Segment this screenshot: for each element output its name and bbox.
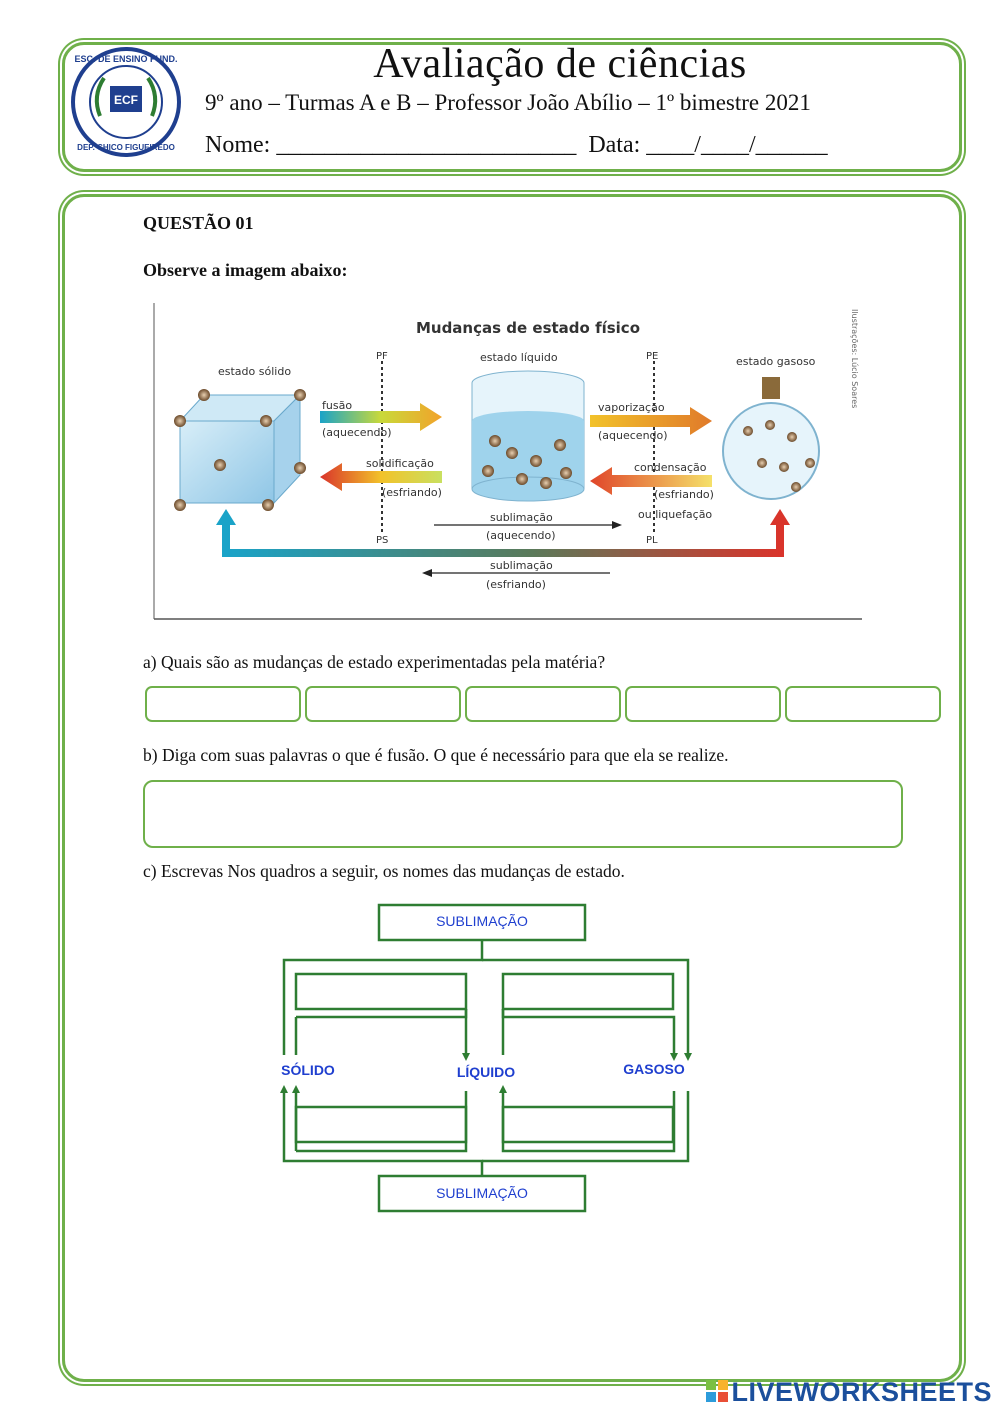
svg-text:condensação: condensação <box>634 461 707 474</box>
question-instruction: Observe a imagem abaixo: <box>143 260 348 280</box>
svg-text:ou liquefação: ou liquefação <box>638 508 712 521</box>
answer-a-box-3[interactable] <box>465 686 621 722</box>
svg-text:ESC. DE ENSINO FUND.: ESC. DE ENSINO FUND. <box>74 54 177 64</box>
liveworksheets-logo-icon <box>706 1378 729 1409</box>
flow-bottom-sublimation: SUBLIMAÇÃO <box>436 1185 528 1201</box>
answer-a-box-2[interactable] <box>305 686 461 722</box>
svg-text:(esfriando): (esfriando) <box>382 486 442 499</box>
answer-a-box-5[interactable] <box>785 686 941 722</box>
state-change-diagram: SUBLIMAÇÃO SUBLIMAÇÃO SÓLIDO LÍQUIDO GAS… <box>280 903 692 1213</box>
watermark-text: LIVEWORKSHEETS <box>731 1376 992 1407</box>
question-b: b) Diga com suas palavras o que é fusão.… <box>143 745 729 765</box>
svg-text:(aquecendo): (aquecendo) <box>598 429 668 442</box>
svg-text:(esfriando): (esfriando) <box>654 488 714 501</box>
figure-title: Mudanças de estado físico <box>416 319 640 337</box>
flow-solid: SÓLIDO <box>281 1061 335 1078</box>
svg-text:PS: PS <box>376 535 388 546</box>
label-liquid-state: estado líquido <box>480 351 558 364</box>
question-c: c) Escrevas Nos quadros a seguir, os nom… <box>143 861 625 881</box>
svg-text:(aquecendo): (aquecendo) <box>322 426 392 439</box>
header-frame <box>62 42 962 172</box>
svg-text:sublimação: sublimação <box>490 511 553 524</box>
label-gas-state: estado gasoso <box>736 355 816 368</box>
liveworksheets-watermark: LIVEWORKSHEETS <box>706 1377 992 1409</box>
svg-text:sublimação: sublimação <box>490 559 553 572</box>
content-frame <box>62 194 962 1382</box>
svg-text:PF: PF <box>376 351 388 362</box>
svg-text:vaporização: vaporização <box>598 401 665 414</box>
page-title: Avaliação de ciências <box>373 41 747 87</box>
svg-text:(esfriando): (esfriando) <box>486 578 546 591</box>
school-logo: ECF ESC. DE ENSINO FUND. DEP. CHICO FIGU… <box>71 47 181 157</box>
svg-text:PE: PE <box>646 351 658 362</box>
svg-text:fusão: fusão <box>322 399 352 412</box>
svg-text:solidificação: solidificação <box>366 457 434 470</box>
label-solid-state: estado sólido <box>218 365 291 378</box>
svg-text:DEP. CHICO FIGUEIREDO: DEP. CHICO FIGUEIREDO <box>77 143 175 152</box>
svg-text:ECF: ECF <box>114 93 138 107</box>
question-heading: QUESTÃO 01 <box>143 213 254 233</box>
svg-text:PL: PL <box>646 535 658 546</box>
states-of-matter-figure: Mudanças de estado físico Ilustrações: L… <box>150 303 862 623</box>
figure-credit: Ilustrações: Lúcio Soares <box>850 309 859 408</box>
answer-a-box-1[interactable] <box>145 686 301 722</box>
page-subtitle: 9º ano – Turmas A e B – Professor João A… <box>205 90 811 115</box>
answer-b-box[interactable] <box>143 780 903 848</box>
svg-text:(aquecendo): (aquecendo) <box>486 529 556 542</box>
question-a: a) Quais são as mudanças de estado exper… <box>143 652 606 672</box>
flow-top-sublimation: SUBLIMAÇÃO <box>436 913 528 929</box>
flow-gas: GASOSO <box>623 1061 685 1077</box>
flow-liquid: LÍQUIDO <box>457 1064 515 1080</box>
name-date-line: Nome: _________________________ Data: __… <box>205 132 828 158</box>
answer-a-box-4[interactable] <box>625 686 781 722</box>
